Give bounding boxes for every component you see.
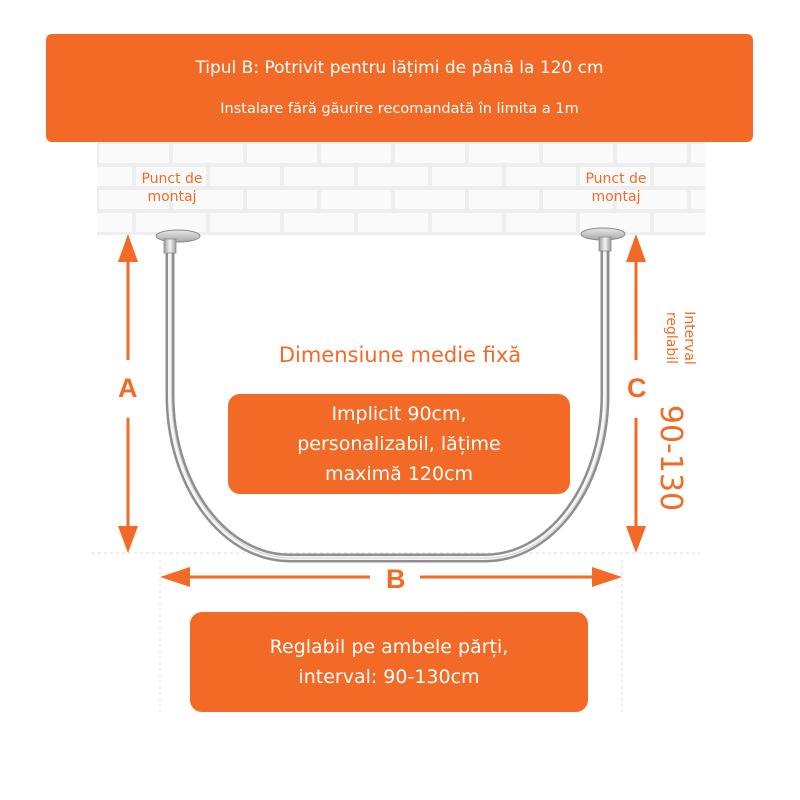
banner-title: Tipul B: Potrivit pentru lățimi de până … xyxy=(195,58,604,78)
dimension-label-c: C xyxy=(627,373,647,403)
wall-brick xyxy=(99,144,169,163)
wall-brick xyxy=(247,190,317,209)
wall-brick xyxy=(97,167,132,186)
header-banner: Tipul B: Potrivit pentru lățimi de până … xyxy=(46,34,753,142)
bottom-info-text: Reglabil pe ambele părți, interval: 90-1… xyxy=(269,636,509,688)
wall-brick xyxy=(97,213,132,232)
wall-brick xyxy=(99,190,169,209)
wall-brick xyxy=(284,213,354,232)
bottom-info-box: Reglabil pe ambele părți, interval: 90-1… xyxy=(190,612,588,712)
center-dimension-title: Dimensiune medie fixă xyxy=(278,343,522,367)
wall-brick xyxy=(506,167,576,186)
arrow-b xyxy=(160,567,622,587)
wall-brick xyxy=(469,144,539,163)
wall-brick xyxy=(173,190,243,209)
wall-brick xyxy=(432,167,502,186)
wall-brick xyxy=(321,144,391,163)
wall-brick xyxy=(691,190,705,209)
wall-brick xyxy=(247,144,317,163)
wall-brick xyxy=(321,190,391,209)
adjustable-range-title: Interval reglabil xyxy=(663,311,697,365)
flange-right xyxy=(580,227,626,252)
wall-brick xyxy=(580,167,650,186)
banner-subtitle: Instalare fără găurire recomandată în li… xyxy=(220,101,579,117)
wall-brick xyxy=(543,190,613,209)
wall-brick xyxy=(358,213,428,232)
wall-brick xyxy=(136,213,206,232)
wall-brick xyxy=(580,213,650,232)
wall-brick xyxy=(654,167,705,186)
wall-brick xyxy=(210,167,280,186)
wall-brick xyxy=(432,213,502,232)
wall-brick xyxy=(284,167,354,186)
wall-brick xyxy=(210,213,280,232)
wall-brick xyxy=(543,144,613,163)
adjustable-range-value: 90-130 xyxy=(653,404,688,512)
wall-brick xyxy=(506,213,576,232)
flange-left xyxy=(155,229,201,254)
dimension-label-a: A xyxy=(118,373,138,403)
mount-point-label-left: Punct de montaj xyxy=(141,171,203,205)
mount-point-label-right: Punct de montaj xyxy=(585,171,647,205)
wall-brick xyxy=(395,144,465,163)
wall-brick xyxy=(617,144,687,163)
wall-brick xyxy=(617,190,687,209)
wall-brick xyxy=(173,144,243,163)
wall-brick xyxy=(469,190,539,209)
brick-wall xyxy=(97,142,705,235)
wall-brick xyxy=(654,213,705,232)
arrow-c xyxy=(626,234,646,553)
center-info-text: Implicit 90cm, personalizabil, lățime ma… xyxy=(297,403,501,485)
wall-brick xyxy=(691,144,705,163)
arrow-a xyxy=(118,234,138,553)
wall-brick xyxy=(395,190,465,209)
wall-brick xyxy=(358,167,428,186)
center-info-box: Implicit 90cm, personalizabil, lățime ma… xyxy=(228,394,570,494)
shower-rod xyxy=(165,235,610,563)
wall-brick xyxy=(136,167,206,186)
dimension-label-b: B xyxy=(386,564,406,594)
